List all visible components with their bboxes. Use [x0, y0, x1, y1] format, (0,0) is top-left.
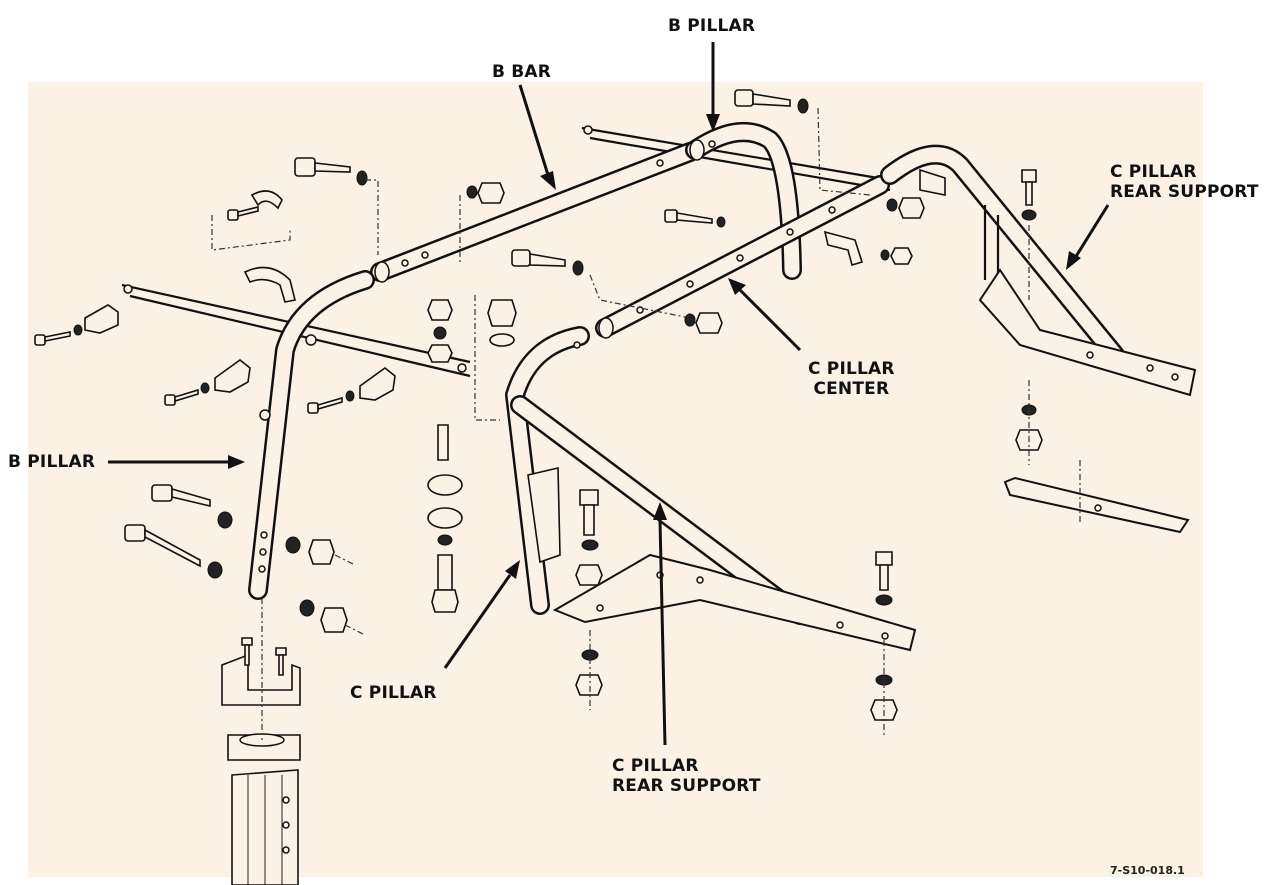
label-b-bar: B BAR	[492, 62, 552, 82]
label-c-pillar-center: C PILLAR CENTER	[808, 359, 895, 399]
label-c-pillar-rear-support-bottom: C PILLAR REAR SUPPORT	[612, 756, 761, 796]
label-c-pillar: C PILLAR	[350, 683, 437, 703]
b-pillar-right	[685, 122, 802, 280]
rear-cross-bar-top	[581, 125, 891, 192]
rear-support-plate-right	[1003, 476, 1190, 534]
b-pillar-socket-mount	[221, 653, 301, 885]
leader-arrows	[108, 42, 1110, 746]
figure-number: 7-S10-018.1	[1110, 864, 1185, 877]
label-c-pillar-rear-support-right: C PILLAR REAR SUPPORT	[1110, 162, 1259, 202]
label-b-pillar-left: B PILLAR	[8, 452, 96, 472]
fasteners	[34, 89, 1081, 740]
b-pillar-left	[248, 270, 375, 600]
c-pillar-center-bar	[595, 175, 890, 339]
c-pillar-rear-support-right	[880, 144, 1197, 397]
b-bar	[370, 142, 700, 283]
label-b-pillar-top: B PILLAR	[668, 16, 756, 36]
